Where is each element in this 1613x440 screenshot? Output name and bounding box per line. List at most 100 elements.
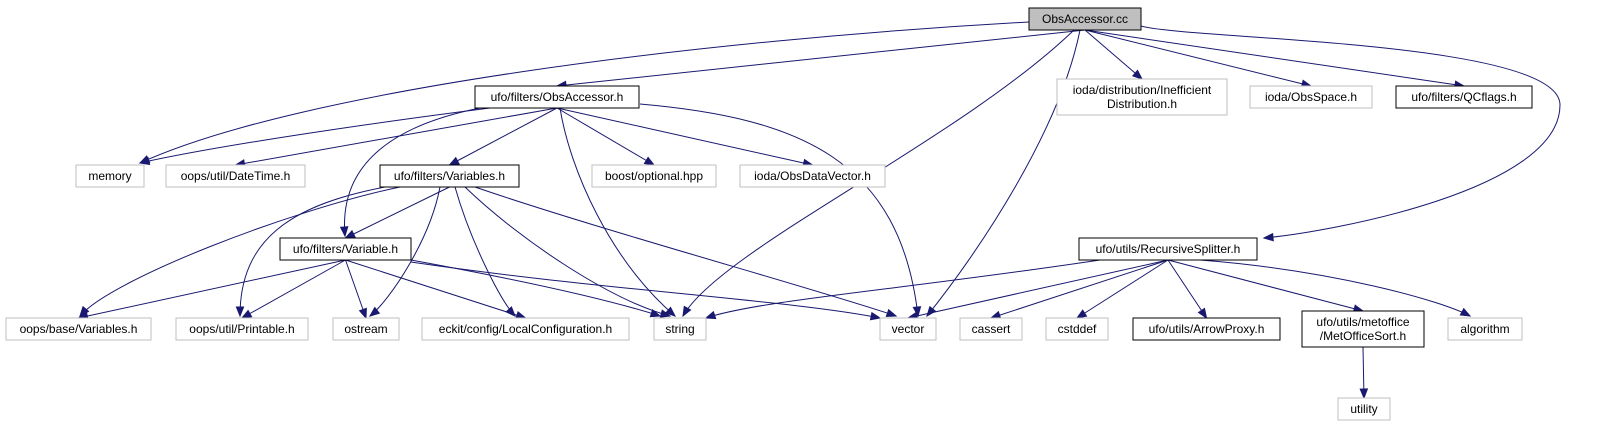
node-label: ufo/utils/RecursiveSplitter.h xyxy=(1096,242,1241,256)
node-obsspace: ioda/ObsSpace.h xyxy=(1249,85,1373,109)
arrowhead xyxy=(358,307,367,320)
node-label: memory xyxy=(88,169,131,183)
edges-layer xyxy=(77,21,1561,400)
arrowhead xyxy=(368,306,381,317)
arrowhead xyxy=(869,311,882,321)
edge-variable_h-to-string xyxy=(410,259,662,318)
node-boost-optional: boost/optional.hpp xyxy=(591,164,717,188)
node-label: ufo/filters/Variable.h xyxy=(293,242,398,256)
node-metofficesort[interactable]: ufo/utils/metoffice/MetOfficeSort.h xyxy=(1301,310,1425,348)
edge-line xyxy=(239,186,386,317)
edge-recursive-to-cstddef xyxy=(1075,259,1169,319)
node-box xyxy=(1337,397,1391,421)
node-obsaccessor-h[interactable]: ufo/filters/ObsAccessor.h xyxy=(474,85,640,109)
edge-obsaccessor_h-to-boost_optional xyxy=(556,107,656,166)
node-localconfig: eckit/config/LocalConfiguration.h xyxy=(421,317,630,341)
arrowhead xyxy=(1131,69,1144,80)
edge-variables_h-to-localconfig xyxy=(454,186,516,317)
arrowhead xyxy=(1197,307,1208,320)
node-label: oops/util/Printable.h xyxy=(189,322,294,336)
edge-line xyxy=(449,107,558,166)
node-variable-h[interactable]: ufo/filters/Variable.h xyxy=(279,237,412,261)
node-label: ufo/utils/ArrowProxy.h xyxy=(1149,322,1265,336)
edge-line xyxy=(705,259,1101,319)
arrowhead xyxy=(912,306,922,318)
node-box xyxy=(1447,317,1523,341)
edge-variables_h-to-variable_h xyxy=(344,186,450,239)
edge-line xyxy=(345,259,367,319)
edge-line xyxy=(369,186,441,317)
arrowhead xyxy=(1459,307,1472,317)
node-box xyxy=(332,317,400,341)
node-algorithm: algorithm xyxy=(1447,317,1523,341)
node-box xyxy=(1028,7,1142,31)
edge-variables_h-to-printable xyxy=(235,186,386,318)
node-label: /MetOfficeSort.h xyxy=(1320,329,1406,343)
edge-line xyxy=(474,186,897,317)
arrowhead xyxy=(643,156,656,166)
edge-obsaccessor_h-to-vector xyxy=(639,103,922,318)
edge-line xyxy=(559,107,676,317)
node-box xyxy=(1301,310,1425,348)
edge-obsaccessor_cc-to-obsaccessor_h xyxy=(555,29,1086,90)
node-label: vector xyxy=(892,322,925,336)
edge-line xyxy=(556,29,1086,87)
edge-obsaccessor_cc-to-string xyxy=(682,29,1075,318)
node-inefficient: ioda/distribution/InefficientDistributio… xyxy=(1056,78,1228,116)
arrowhead xyxy=(1359,388,1369,400)
arrowhead xyxy=(649,308,662,318)
node-datetime: oops/util/DateTime.h xyxy=(165,164,306,188)
arrowhead xyxy=(682,305,692,318)
node-label: ObsAccessor.cc xyxy=(1042,12,1128,26)
node-label: oops/util/DateTime.h xyxy=(181,169,291,183)
edge-variable_h-to-printable xyxy=(240,259,346,319)
edge-variable_h-to-vector xyxy=(410,261,882,321)
node-label: ostream xyxy=(344,322,387,336)
edge-line xyxy=(556,107,813,166)
node-label: ufo/filters/Variables.h xyxy=(394,169,505,183)
node-label: boost/optional.hpp xyxy=(605,169,703,183)
edge-obsaccessor_h-to-obsdatavector xyxy=(556,107,814,168)
edge-line xyxy=(139,21,1030,164)
arrowhead xyxy=(235,306,245,318)
edge-recursive-to-string xyxy=(704,259,1101,320)
node-cstddef: cstddef xyxy=(1045,317,1109,341)
node-label: ioda/ObsSpace.h xyxy=(1265,90,1357,104)
node-obsaccessor-cc[interactable]: ObsAccessor.cc xyxy=(1028,7,1142,31)
edge-line xyxy=(79,186,401,317)
node-variables-h[interactable]: ufo/filters/Variables.h xyxy=(379,164,520,188)
edge-line xyxy=(907,259,1169,319)
node-recursive[interactable]: ufo/utils/RecursiveSplitter.h xyxy=(1078,237,1258,261)
arrowhead xyxy=(926,305,937,318)
node-box xyxy=(421,317,630,341)
edge-variables_h-to-ostream xyxy=(368,186,441,317)
node-label: ufo/utils/metoffice xyxy=(1316,315,1409,329)
edge-line xyxy=(1084,29,1312,87)
edge-line xyxy=(990,259,1169,319)
edge-obsaccessor_h-to-variable_h xyxy=(339,107,481,238)
edge-obsaccessor_h-to-string xyxy=(559,107,677,317)
edge-line xyxy=(343,107,481,237)
node-box xyxy=(1249,85,1373,109)
edge-line xyxy=(454,186,516,317)
node-box xyxy=(739,164,886,188)
node-label: utility xyxy=(1350,402,1377,416)
arrowhead xyxy=(659,309,672,318)
node-box xyxy=(279,237,412,261)
edge-line xyxy=(1140,25,1561,239)
edge-variables_h-to-string xyxy=(464,186,672,318)
node-box xyxy=(379,164,520,188)
node-arrowproxy[interactable]: ufo/utils/ArrowProxy.h xyxy=(1132,317,1281,341)
node-qcflags[interactable]: ufo/filters/QCflags.h xyxy=(1395,85,1533,109)
edge-variable_h-to-localconfig xyxy=(345,259,527,320)
edge-variable_h-to-oops_variables xyxy=(77,259,346,321)
node-box xyxy=(591,164,717,188)
node-label: cstddef xyxy=(1058,322,1097,336)
node-cassert: cassert xyxy=(959,317,1023,341)
node-box xyxy=(165,164,306,188)
node-label: string xyxy=(665,322,694,336)
edge-recursive-to-arrowproxy xyxy=(1167,259,1208,320)
node-box xyxy=(1132,317,1281,341)
arrowhead xyxy=(448,156,460,166)
